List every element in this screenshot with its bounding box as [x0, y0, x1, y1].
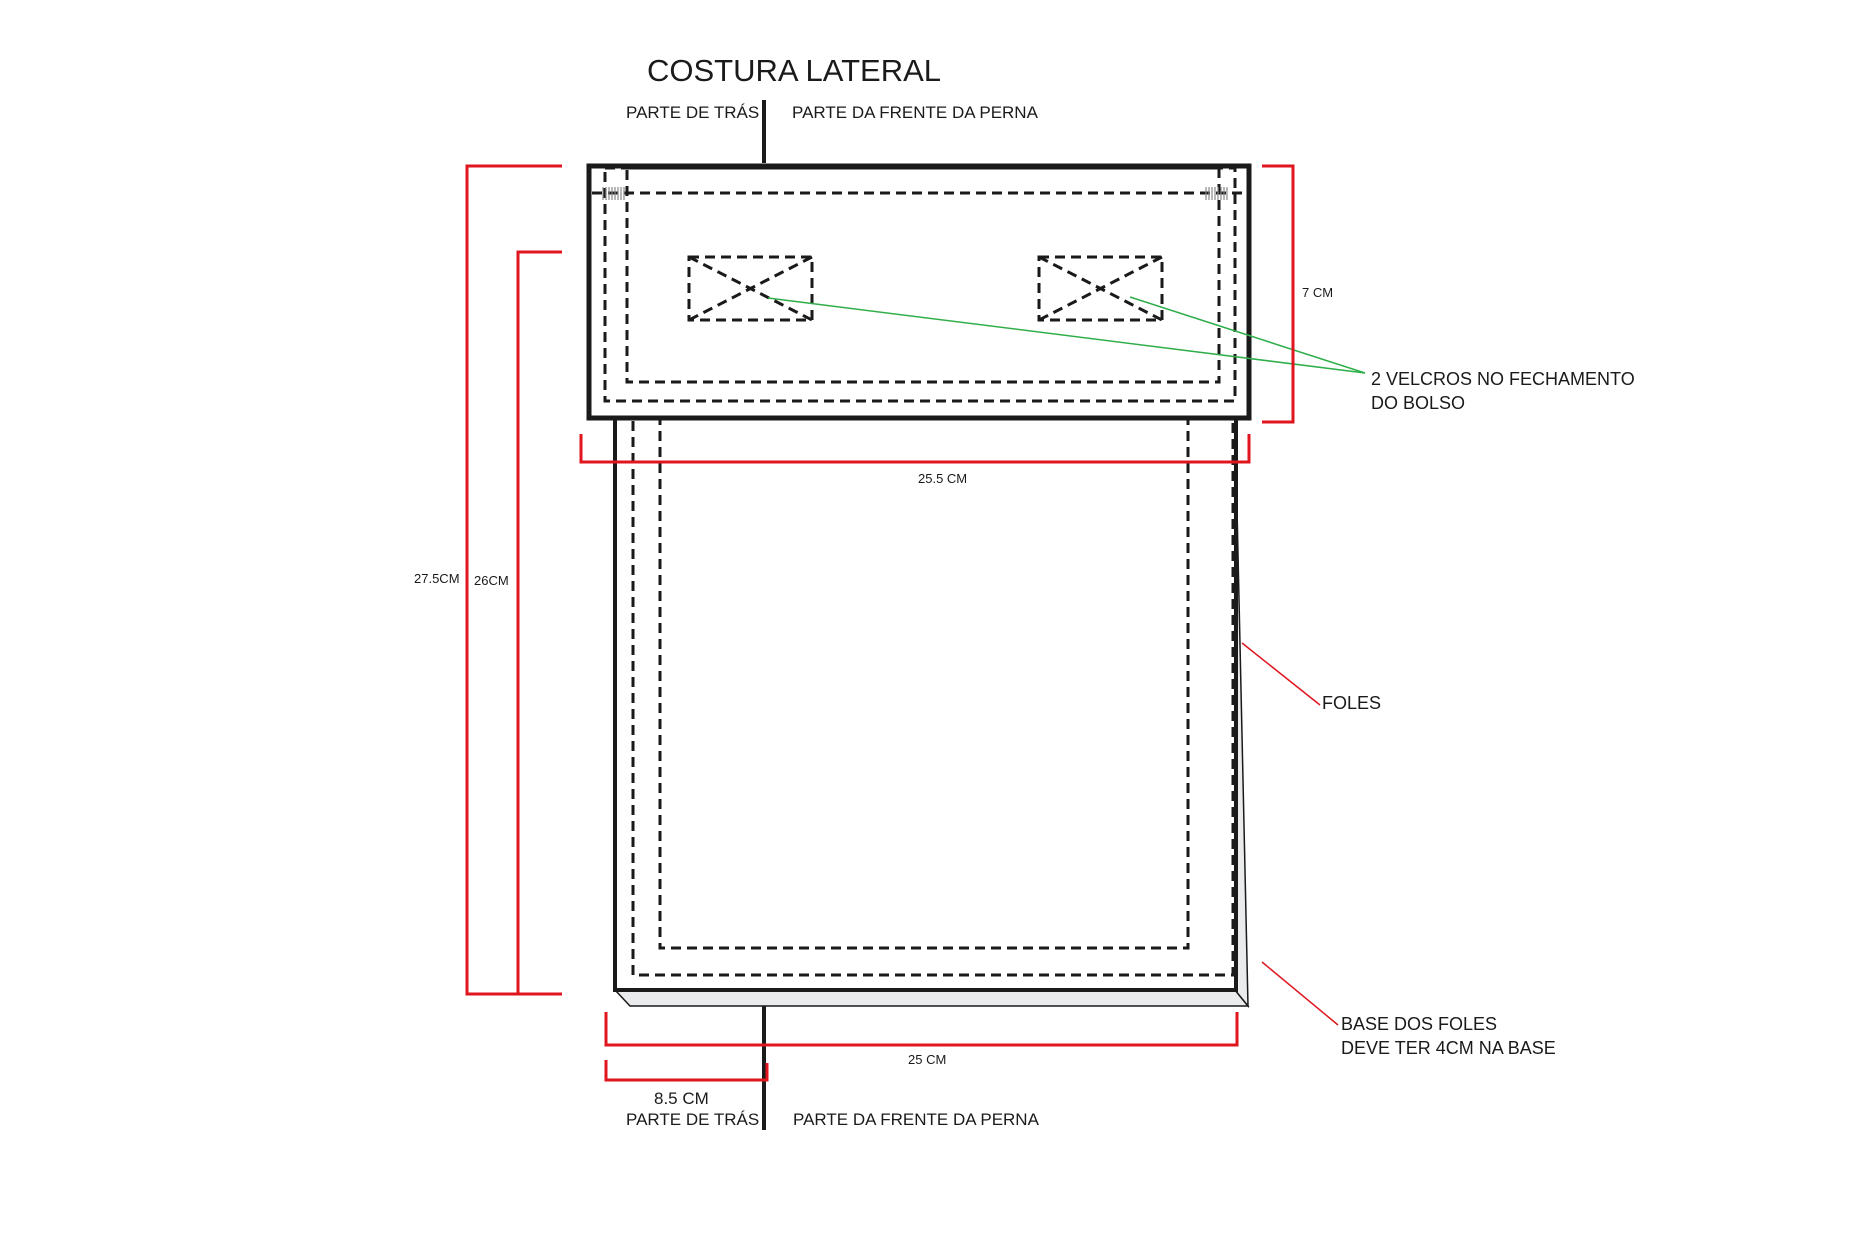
pocket-body [613, 413, 1238, 992]
dim-bracket-back-part [604, 1060, 769, 1082]
flap-height-label: 7 CM [1302, 285, 1334, 300]
flap-left-tack [602, 187, 625, 200]
bellows-base-note: BASE DOS FOLES DEVE TER 4CM NA BASE [1341, 1012, 1556, 1061]
dim-bracket-base-width [604, 1012, 1239, 1047]
bellows-note: FOLES [1322, 693, 1382, 713]
velcro-leader-right [1129, 296, 1366, 374]
bellows-base-note-line-2: DEVE TER 4CM NA BASE [1341, 1038, 1556, 1059]
bottom-front-part-label: PARTE DA FRENTE DA PERNA [793, 1110, 1039, 1129]
dim-bracket-body-height [516, 250, 562, 994]
diagram-title: COSTURA LATERAL [647, 53, 942, 88]
bellows-base-note-line-1: BASE DOS FOLES [1341, 1014, 1498, 1034]
velcro-note-line-2: DO BOLSO [1371, 393, 1466, 414]
dim-bracket-flap-height [1262, 164, 1295, 424]
velcro-patch-right [1037, 255, 1164, 322]
velcro-note-line-1: 2 VELCROS NO FECHAMENTO [1371, 369, 1635, 389]
bellows-leader [1241, 642, 1321, 706]
body-height-label: 26CM [474, 573, 509, 588]
velcro-note: 2 VELCROS NO FECHAMENTO DO BOLSO [1371, 367, 1635, 416]
top-front-part-label: PARTE DA FRENTE DA PERNA [792, 103, 1038, 122]
flap-topstitch-inner [625, 166, 1221, 384]
flap-topstitch-outer [603, 166, 1237, 403]
top-back-part-label: PARTE DE TRÁS [626, 103, 760, 122]
flap-right-tack [1205, 187, 1228, 200]
flap-width-label: 25.5 CM [918, 471, 968, 486]
total-height-label: 27.5CM [414, 571, 460, 586]
dim-bracket-flap-width [579, 434, 1251, 464]
bellows-base-leader [1261, 961, 1339, 1026]
base-width-label: 25 CM [908, 1052, 947, 1067]
pocket-topstitch-outer [631, 413, 1235, 977]
bellows-base [613, 989, 1250, 1007]
bottom-back-part-label: PARTE DE TRÁS [626, 1110, 760, 1129]
dim-bracket-total-height [465, 164, 562, 996]
velcro-leader-left [767, 297, 1366, 374]
back-part-width-label: 8.5 CM [654, 1089, 709, 1108]
velcro-patch-left [687, 255, 814, 322]
pocket-flap [586, 163, 1252, 421]
